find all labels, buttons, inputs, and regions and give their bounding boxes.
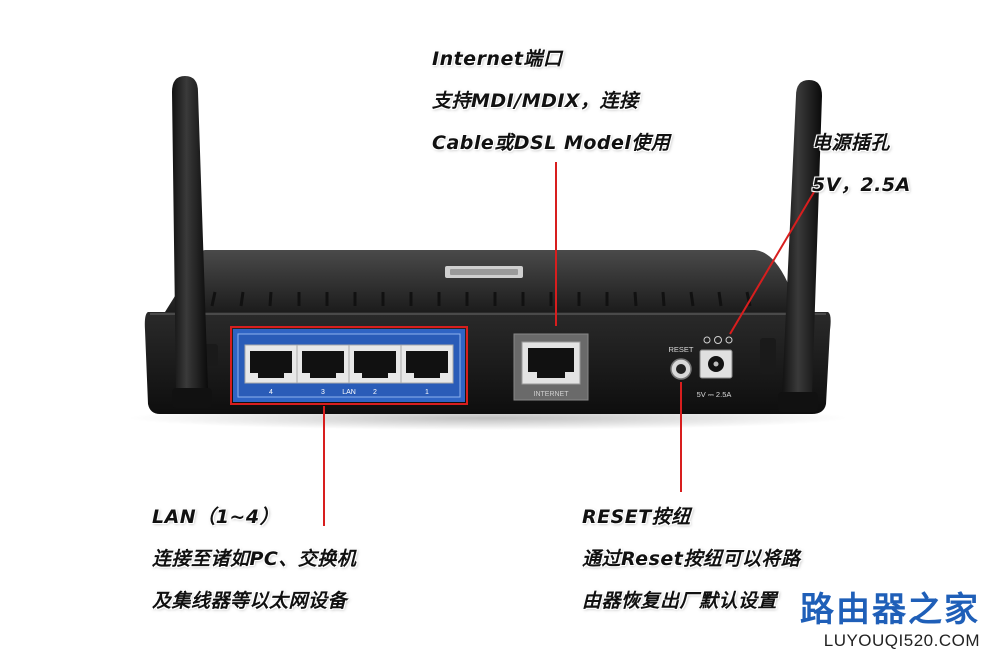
vent-ridges <box>210 291 752 307</box>
watermark-url: LUYOUQI520.COM <box>823 631 980 650</box>
watermark-name: 路由器之家 <box>800 590 980 630</box>
reset-callout-title: RESET按纽 <box>582 506 691 528</box>
reset-label: RESET <box>668 345 693 354</box>
internet-port-callout: Internet端口 支持MDI/MDIX，连接 Cable或DSL Model… <box>432 38 670 164</box>
power-polarity-symbol <box>703 336 733 344</box>
internet-callout-line-2: Cable或DSL Model使用 <box>432 132 671 154</box>
lan-port-1 <box>400 344 454 384</box>
lan-label: LAN <box>342 389 356 396</box>
router-top <box>165 250 805 312</box>
internet-callout-line-1: 支持MDI/MDIX，连接 <box>432 90 639 112</box>
lan-number-3: 3 <box>321 389 325 396</box>
power-callout-title: 电源插孔 <box>812 132 891 154</box>
power-callout-line <box>729 191 815 335</box>
reset-callout-line-1: 通过Reset按纽可以将路 <box>582 548 801 570</box>
lan-number-2: 2 <box>373 389 377 396</box>
right-antenna <box>778 80 822 412</box>
lan-callout-title: LAN（1~4） <box>152 506 280 528</box>
lan-number-4: 4 <box>269 389 273 396</box>
lan-port-2 <box>348 344 402 384</box>
lan-ports <box>244 344 454 384</box>
lan-callout-line-1: 连接至诸如PC、交换机 <box>152 548 357 570</box>
watermark-logo: 路由器之家 LUYOUQI520.COM <box>800 590 980 652</box>
lan-port-3 <box>296 344 350 384</box>
lan-callout-line-2: 及集线器等以太网设备 <box>152 590 348 612</box>
reset-callout-line-2: 由器恢复出厂默认设置 <box>582 590 778 612</box>
left-antenna <box>172 76 212 408</box>
power-callout-line-1: 5V，2.5A <box>812 174 911 196</box>
internet-label: INTERNET <box>534 391 570 398</box>
power-rating-label: 5V ⎓ 2.5A <box>697 390 732 399</box>
lan-ports-callout: LAN（1~4） 连接至诸如PC、交换机 及集线器等以太网设备 <box>152 496 356 622</box>
lan-number-1: 1 <box>425 389 429 396</box>
reset-button-callout: RESET按纽 通过Reset按纽可以将路 由器恢复出厂默认设置 <box>582 496 800 622</box>
internet-callout-title: Internet端口 <box>432 48 563 70</box>
lan-port-4 <box>244 344 298 384</box>
power-jack-callout: 电源插孔 5V，2.5A <box>812 122 911 206</box>
lan-highlight-box <box>230 326 468 405</box>
